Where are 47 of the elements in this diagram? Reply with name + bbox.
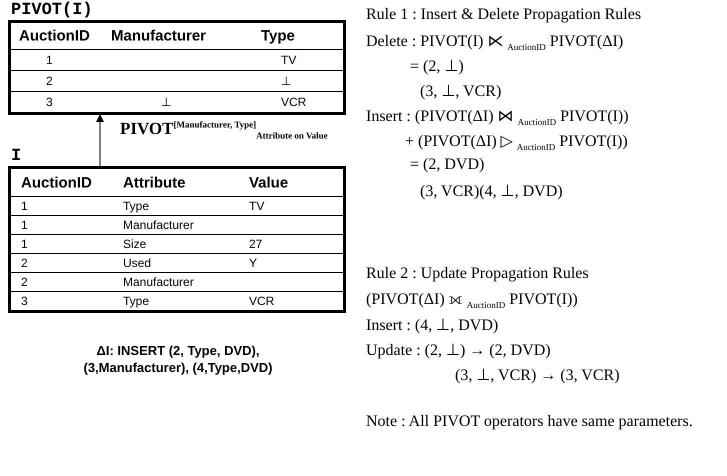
cell-value: 2 xyxy=(21,275,28,289)
rule-heading: Rule 2 : Update Propagation Rules xyxy=(366,265,589,283)
formula-line: (3, ⊥, VCR) → (3, VCR) xyxy=(455,366,620,385)
cell-value: ⊥ xyxy=(281,74,291,88)
cell-value: TV xyxy=(249,199,264,213)
column-header: Type xyxy=(261,28,295,44)
cell-value: Y xyxy=(249,256,258,270)
cell-value: 2 xyxy=(21,256,28,270)
cell-value: VCR xyxy=(249,294,274,308)
delta-note: ΔI: INSERT (2, Type, DVD), (3,Manufacturer), (4,Type,DVD) xyxy=(82,342,274,376)
column-header: Attribute xyxy=(123,174,186,191)
formula-line: (3, VCR)(4, ⊥, DVD) xyxy=(420,182,563,201)
note-text: Note : All PIVOT operators have same parameters. xyxy=(366,413,693,431)
formula-line: Update : (2, ⊥) → (2, DVD) xyxy=(366,341,551,360)
table-title: I xyxy=(11,147,22,166)
cell-value: TV xyxy=(281,53,296,67)
column-header: AuctionID xyxy=(21,174,92,191)
cell-value: Used xyxy=(123,256,152,270)
formula-line: (PIVOT(ΔI) ⟗ $_{AuctionID}$ PIVOT(I)) xyxy=(366,290,578,310)
cell-value: Size xyxy=(123,237,146,251)
cell-value: 2 xyxy=(46,74,53,88)
cell-value: 1 xyxy=(46,53,53,67)
cell-value: 3 xyxy=(21,294,28,308)
cell-value: 27 xyxy=(249,237,262,251)
formula-line: Insert : (4, ⊥, DVD) xyxy=(366,316,498,335)
rule-heading: Rule 1 : Insert & Delete Propagation Rules xyxy=(366,6,642,24)
formula-line: = (2, DVD) xyxy=(410,156,484,174)
cell-value: 1 xyxy=(21,237,28,251)
cell-value: Manufacturer xyxy=(123,218,194,232)
cell-value: 1 xyxy=(21,218,28,232)
cell-value: 1 xyxy=(21,199,28,213)
formula-line: + (PIVOT(ΔI) ▷ $_{AuctionID}$ PIVOT(I)) xyxy=(405,132,628,152)
arrow xyxy=(96,114,104,166)
column-header: Value xyxy=(249,174,288,191)
column-header: Manufacturer xyxy=(111,28,206,44)
cell-value: Type xyxy=(123,199,150,213)
cell-value: Type xyxy=(123,294,150,308)
formula-line: = (2, ⊥) xyxy=(410,57,464,76)
formula-line: Insert : (PIVOT(ΔI) ⋈ $_{AuctionID}$ PIVOT(I)) xyxy=(366,107,629,128)
column-header: AuctionID xyxy=(19,28,90,44)
cell-value: VCR xyxy=(281,95,306,109)
formula-line: (3, ⊥, VCR) xyxy=(420,82,502,101)
formula-line: Delete : PIVOT(I) ⋉ $_{AuctionID}$ PIVOT(ΔI) xyxy=(366,32,624,52)
cell-value: 3 xyxy=(46,95,53,109)
cell-value: ⊥ xyxy=(161,95,171,109)
cell-value: Manufacturer xyxy=(123,275,194,289)
table-title: PIVOT(I) xyxy=(11,1,93,20)
